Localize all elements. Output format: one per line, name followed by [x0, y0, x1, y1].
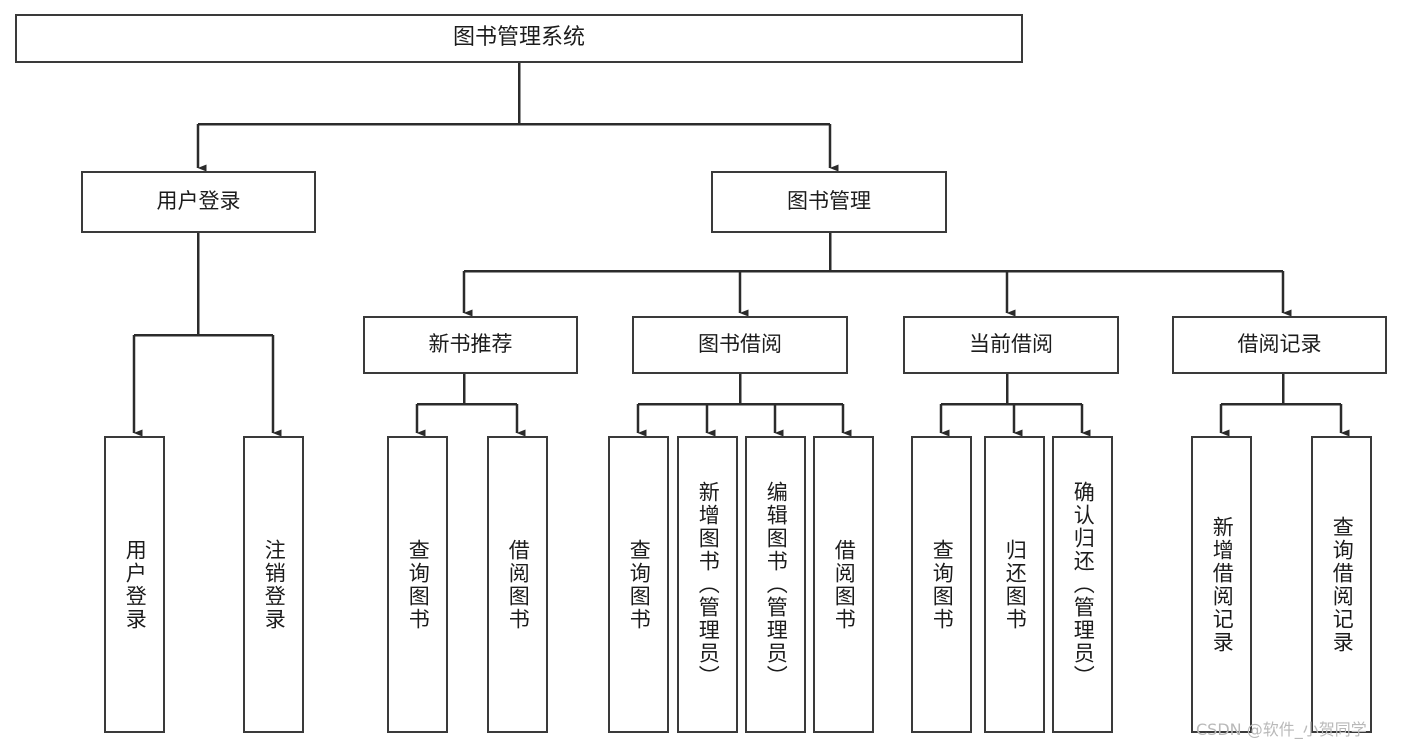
- node-label-user-login: 用户登录: [156, 189, 241, 214]
- node-label-leaf-query-book-current: 查询图书: [930, 538, 955, 631]
- node-label-borrow-records: 借阅记录: [1237, 332, 1322, 357]
- node-book-borrow[interactable]: 图书借阅: [632, 316, 848, 374]
- node-leaf-confirm-return[interactable]: 确认归还（管理员）: [1052, 436, 1113, 733]
- node-borrow-records[interactable]: 借阅记录: [1172, 316, 1387, 374]
- node-leaf-query-record[interactable]: 查询借阅记录: [1311, 436, 1372, 733]
- connectors-group: [132, 63, 1350, 437]
- node-label-new-book-recommend: 新书推荐: [428, 332, 513, 357]
- node-leaf-add-record[interactable]: 新增借阅记录: [1191, 436, 1252, 733]
- node-user-login[interactable]: 用户登录: [81, 171, 316, 233]
- node-new-book-recommend[interactable]: 新书推荐: [363, 316, 578, 374]
- node-label-leaf-borrow-book: 借阅图书: [832, 538, 857, 631]
- node-leaf-logout[interactable]: 注销登录: [243, 436, 304, 733]
- node-book-management[interactable]: 图书管理: [711, 171, 947, 233]
- node-leaf-query-book-current[interactable]: 查询图书: [911, 436, 972, 733]
- node-label-leaf-add-record: 新增借阅记录: [1210, 515, 1235, 654]
- node-label-leaf-query-book-rec: 查询图书: [406, 538, 431, 631]
- node-label-root: 图书管理系统: [452, 25, 585, 51]
- node-label-leaf-borrow-book-rec: 借阅图书: [506, 538, 531, 631]
- node-label-leaf-query-record: 查询借阅记录: [1330, 515, 1355, 654]
- node-leaf-borrow-book[interactable]: 借阅图书: [813, 436, 874, 733]
- node-label-leaf-user-login: 用户登录: [123, 538, 148, 631]
- node-label-book-borrow: 图书借阅: [698, 332, 782, 357]
- node-label-leaf-logout: 注销登录: [262, 538, 287, 631]
- node-label-book-management: 图书管理: [787, 189, 871, 214]
- node-leaf-edit-book[interactable]: 编辑图书（管理员）: [745, 436, 806, 733]
- node-label-leaf-add-book: 新增图书（管理员）: [696, 481, 721, 688]
- node-leaf-user-login[interactable]: 用户登录: [104, 436, 165, 733]
- node-root[interactable]: 图书管理系统: [15, 14, 1023, 63]
- node-label-leaf-confirm-return: 确认归还（管理员）: [1071, 481, 1096, 688]
- node-leaf-add-book[interactable]: 新增图书（管理员）: [677, 436, 738, 733]
- node-leaf-return-book[interactable]: 归还图书: [984, 436, 1045, 733]
- node-label-leaf-return-book: 归还图书: [1003, 538, 1028, 631]
- node-label-leaf-query-book-borrow: 查询图书: [627, 538, 652, 631]
- node-current-borrow[interactable]: 当前借阅: [903, 316, 1119, 374]
- node-label-leaf-edit-book: 编辑图书（管理员）: [764, 481, 789, 688]
- node-leaf-query-book-borrow[interactable]: 查询图书: [608, 436, 669, 733]
- node-leaf-query-book-rec[interactable]: 查询图书: [387, 436, 448, 733]
- node-label-current-borrow: 当前借阅: [969, 332, 1053, 357]
- node-leaf-borrow-book-rec[interactable]: 借阅图书: [487, 436, 548, 733]
